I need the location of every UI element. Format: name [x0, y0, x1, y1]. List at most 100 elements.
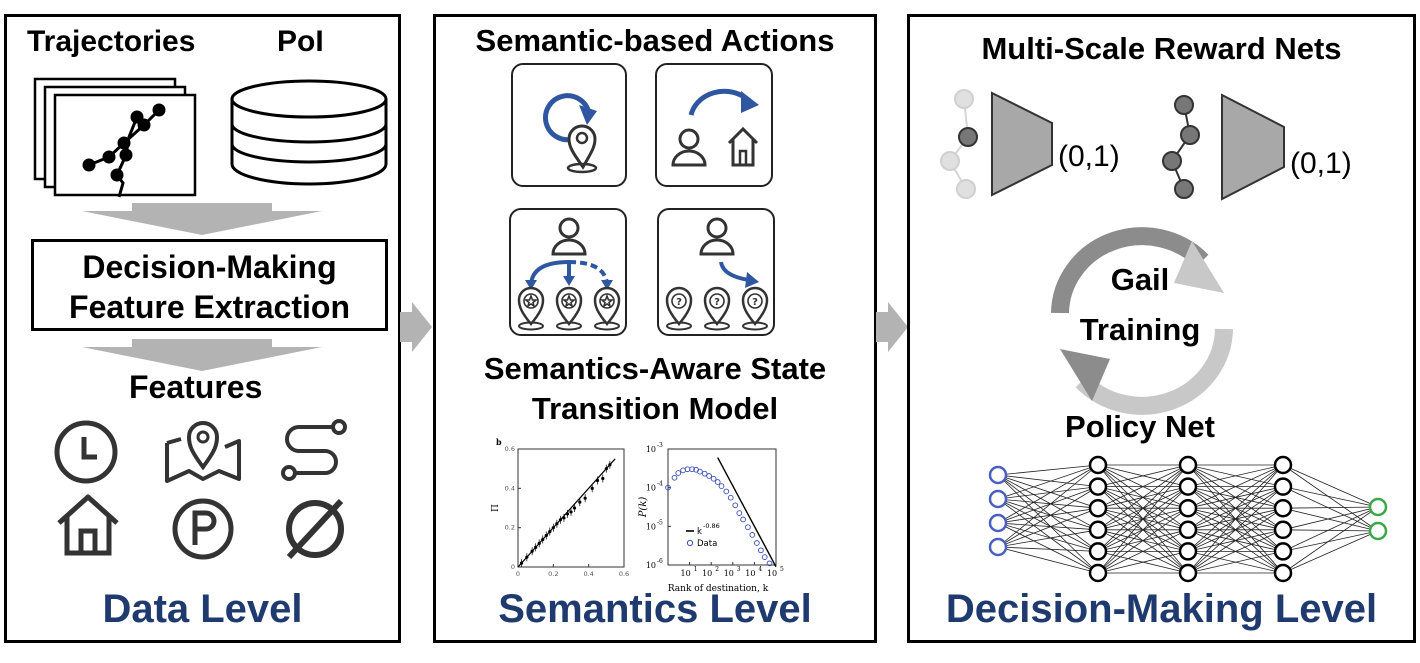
hidden-node: [1088, 498, 1108, 518]
hidden-node: [1178, 520, 1198, 540]
svg-text:?: ?: [676, 297, 682, 308]
data-point: [740, 516, 746, 523]
network-edge: [1187, 464, 1284, 531]
data-point: [565, 512, 570, 516]
decision-making-level-panel: Multi-Scale Reward Nets (0,1) (0,1): [907, 14, 1416, 643]
network-edge: [1097, 464, 1189, 487]
svg-text:?: ?: [752, 297, 758, 308]
network-edge: [1282, 464, 1379, 532]
legend-data-label: Data: [697, 539, 717, 549]
map-pin-icon: [165, 421, 241, 483]
data-point: [754, 540, 760, 546]
data-point: [519, 561, 524, 565]
data-point: [555, 522, 559, 526]
x-tick-exponent: 1: [694, 566, 698, 573]
network-edge: [1282, 486, 1379, 508]
network-edge: [997, 464, 1099, 548]
network-edge: [997, 498, 1099, 574]
network-edge: [1097, 464, 1189, 509]
x-axis-label: Rank of destination, k: [668, 584, 769, 594]
network-edge: [1282, 529, 1379, 532]
chart-panel-label: b: [496, 437, 502, 447]
network-edge: [997, 507, 1099, 524]
network-edge: [1282, 506, 1379, 552]
x-tick-exponent: 4: [758, 566, 762, 573]
semantics-level-label: Semantics Level: [498, 587, 812, 631]
reward-net-large-icon: [1162, 93, 1285, 201]
gail-label: Gail: [1110, 262, 1170, 297]
decision-level-label: Decision-Making Level: [945, 587, 1378, 631]
down-arrow-icon: [82, 339, 322, 371]
network-edge: [1187, 464, 1284, 574]
data-point: [718, 483, 725, 489]
down-arrow-icon: [82, 203, 322, 235]
y-tick-label: 0.6: [505, 445, 515, 453]
legend-fit-label: k: [697, 527, 702, 537]
data-point: [544, 533, 548, 538]
network-edge: [1282, 506, 1379, 509]
legend-data-swatch: [686, 539, 694, 547]
network-edge: [997, 474, 1099, 574]
hidden-node: [1088, 542, 1108, 561]
x-tick-label: 10: [702, 569, 712, 578]
x-tick-label: 0.6: [619, 570, 629, 578]
network-edge: [997, 474, 1099, 552]
data-point: [706, 473, 712, 479]
y-tick-exponent: -5: [657, 519, 663, 526]
x-tick-label: 10: [724, 569, 734, 578]
network-edge: [1282, 507, 1379, 532]
hidden-node: [1088, 455, 1108, 475]
network-edge: [997, 498, 1099, 552]
right-arrow-icon: [876, 302, 908, 352]
data-point: [761, 554, 768, 560]
data-point: [671, 474, 678, 481]
data-point: [689, 466, 695, 473]
data-point: [710, 475, 717, 482]
network-edge: [997, 546, 1099, 552]
hidden-node: [1088, 520, 1108, 540]
hidden-node: [1273, 542, 1293, 561]
data-point: [530, 549, 534, 553]
network-edge: [1282, 486, 1379, 532]
hidden-node: [1273, 477, 1293, 496]
person-to-home-icon: [671, 88, 759, 167]
route-icon: [281, 419, 347, 481]
output-node: [1368, 497, 1388, 517]
data-point: [732, 502, 739, 509]
semantics-level-panel: Semantic-based Actions: [433, 14, 877, 643]
data-level-panel: Trajectories PoI: [4, 14, 401, 643]
network-edge: [1282, 506, 1379, 531]
data-point: [665, 484, 671, 491]
network-edge: [1097, 486, 1189, 574]
data-point: [723, 488, 730, 495]
network-edge: [997, 522, 1099, 531]
poi-database-icon: [230, 79, 388, 186]
network-edge: [997, 498, 1099, 509]
x-tick-label: 10: [681, 569, 691, 578]
network-edge: [997, 464, 1099, 476]
svg-text:?: ?: [714, 297, 720, 308]
data-point: [572, 506, 577, 510]
data-point: [541, 537, 545, 542]
data-point: [608, 463, 612, 467]
parking-icon: [172, 498, 234, 560]
hidden-node: [1178, 542, 1198, 561]
network-edge: [1097, 464, 1189, 531]
hidden-node: [1178, 477, 1198, 496]
data-point: [604, 467, 608, 471]
data-point: [714, 479, 721, 485]
extraction-line-2: Feature Extraction: [69, 289, 350, 325]
network-edge: [1187, 529, 1284, 574]
y-tick-label: 0.4: [505, 484, 515, 492]
gail-cycle-icon: [1051, 227, 1233, 415]
network-edge: [997, 546, 1099, 574]
x-tick-exponent: 5: [780, 566, 784, 573]
input-node: [988, 513, 1008, 533]
network-edge: [997, 522, 1099, 574]
network-edge: [997, 486, 1099, 524]
data-point: [749, 532, 756, 538]
reward-output-2: (0,1): [1290, 147, 1352, 180]
data-point: [583, 496, 587, 500]
